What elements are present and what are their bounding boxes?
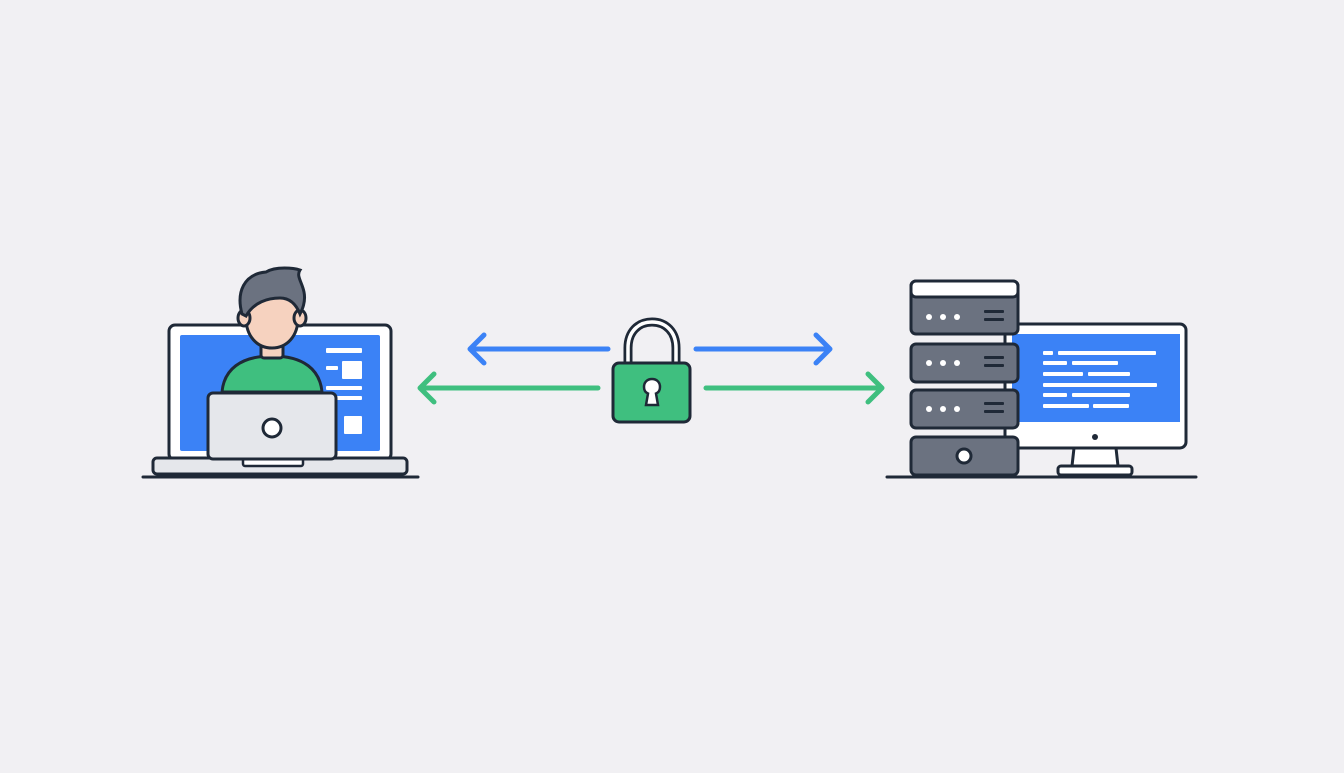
power-button-icon [955,447,973,465]
code-line [1043,383,1157,387]
monitor-icon [1003,322,1188,477]
top-link-right-arrowhead [813,332,833,366]
vent-line [984,364,1004,367]
person-icon [220,266,324,394]
vent-line [984,410,1004,413]
monitor-chin [1012,424,1180,444]
status-light [954,360,960,366]
vent-line [984,318,1004,321]
hair [238,266,306,318]
server-unit-3 [909,388,1020,430]
screen-line [326,366,338,370]
server-unit-cap [909,279,1020,299]
user-at-laptop-icon [141,266,420,479]
bottom-link-left-arrowhead [417,371,437,405]
vent-line [984,356,1004,359]
code-line [1088,372,1130,376]
server-unit-frame [909,342,1020,384]
vent-line [984,402,1004,405]
monitor-foot [1056,464,1134,477]
code-line [1072,361,1118,365]
screen-line [326,348,362,353]
code-line [1043,351,1053,355]
server-rack [909,279,1020,477]
status-light [926,314,932,320]
top-link-arrows [467,332,833,366]
server-unit-1 [909,279,1020,336]
status-light [940,314,946,320]
screen-line [326,386,362,390]
code-lines [1043,351,1157,408]
status-light [926,360,932,366]
monitor-screen [1012,334,1180,422]
code-line [1043,393,1067,397]
padlock-icon [611,317,692,424]
status-light [940,360,946,366]
connections [417,317,885,424]
status-light [954,406,960,412]
status-light [940,406,946,412]
status-light [954,314,960,320]
server-rack-with-monitor-icon [885,279,1198,479]
code-line [1058,351,1156,355]
status-light [926,406,932,412]
monitor-stand [1070,446,1120,468]
code-line [1093,404,1129,408]
top-link-left-arrowhead [467,332,487,366]
bottom-link-arrows [417,371,885,405]
small-laptop-icon [206,391,338,461]
screen-block [342,361,362,379]
keyhole-icon [642,377,662,407]
server-unit-4 [909,435,1020,477]
code-line [1043,361,1067,365]
camera-icon [261,417,283,439]
code-line [1043,372,1083,376]
server-unit-2 [909,342,1020,384]
bottom-link-right-arrowhead [865,371,885,405]
code-line [1043,404,1089,408]
vent-line [984,310,1004,313]
screen-block [344,416,362,434]
padlock-shackle-inner [626,320,678,368]
monitor-power-dot [1092,434,1098,440]
server-unit-frame [909,388,1020,430]
code-line [1072,393,1130,397]
